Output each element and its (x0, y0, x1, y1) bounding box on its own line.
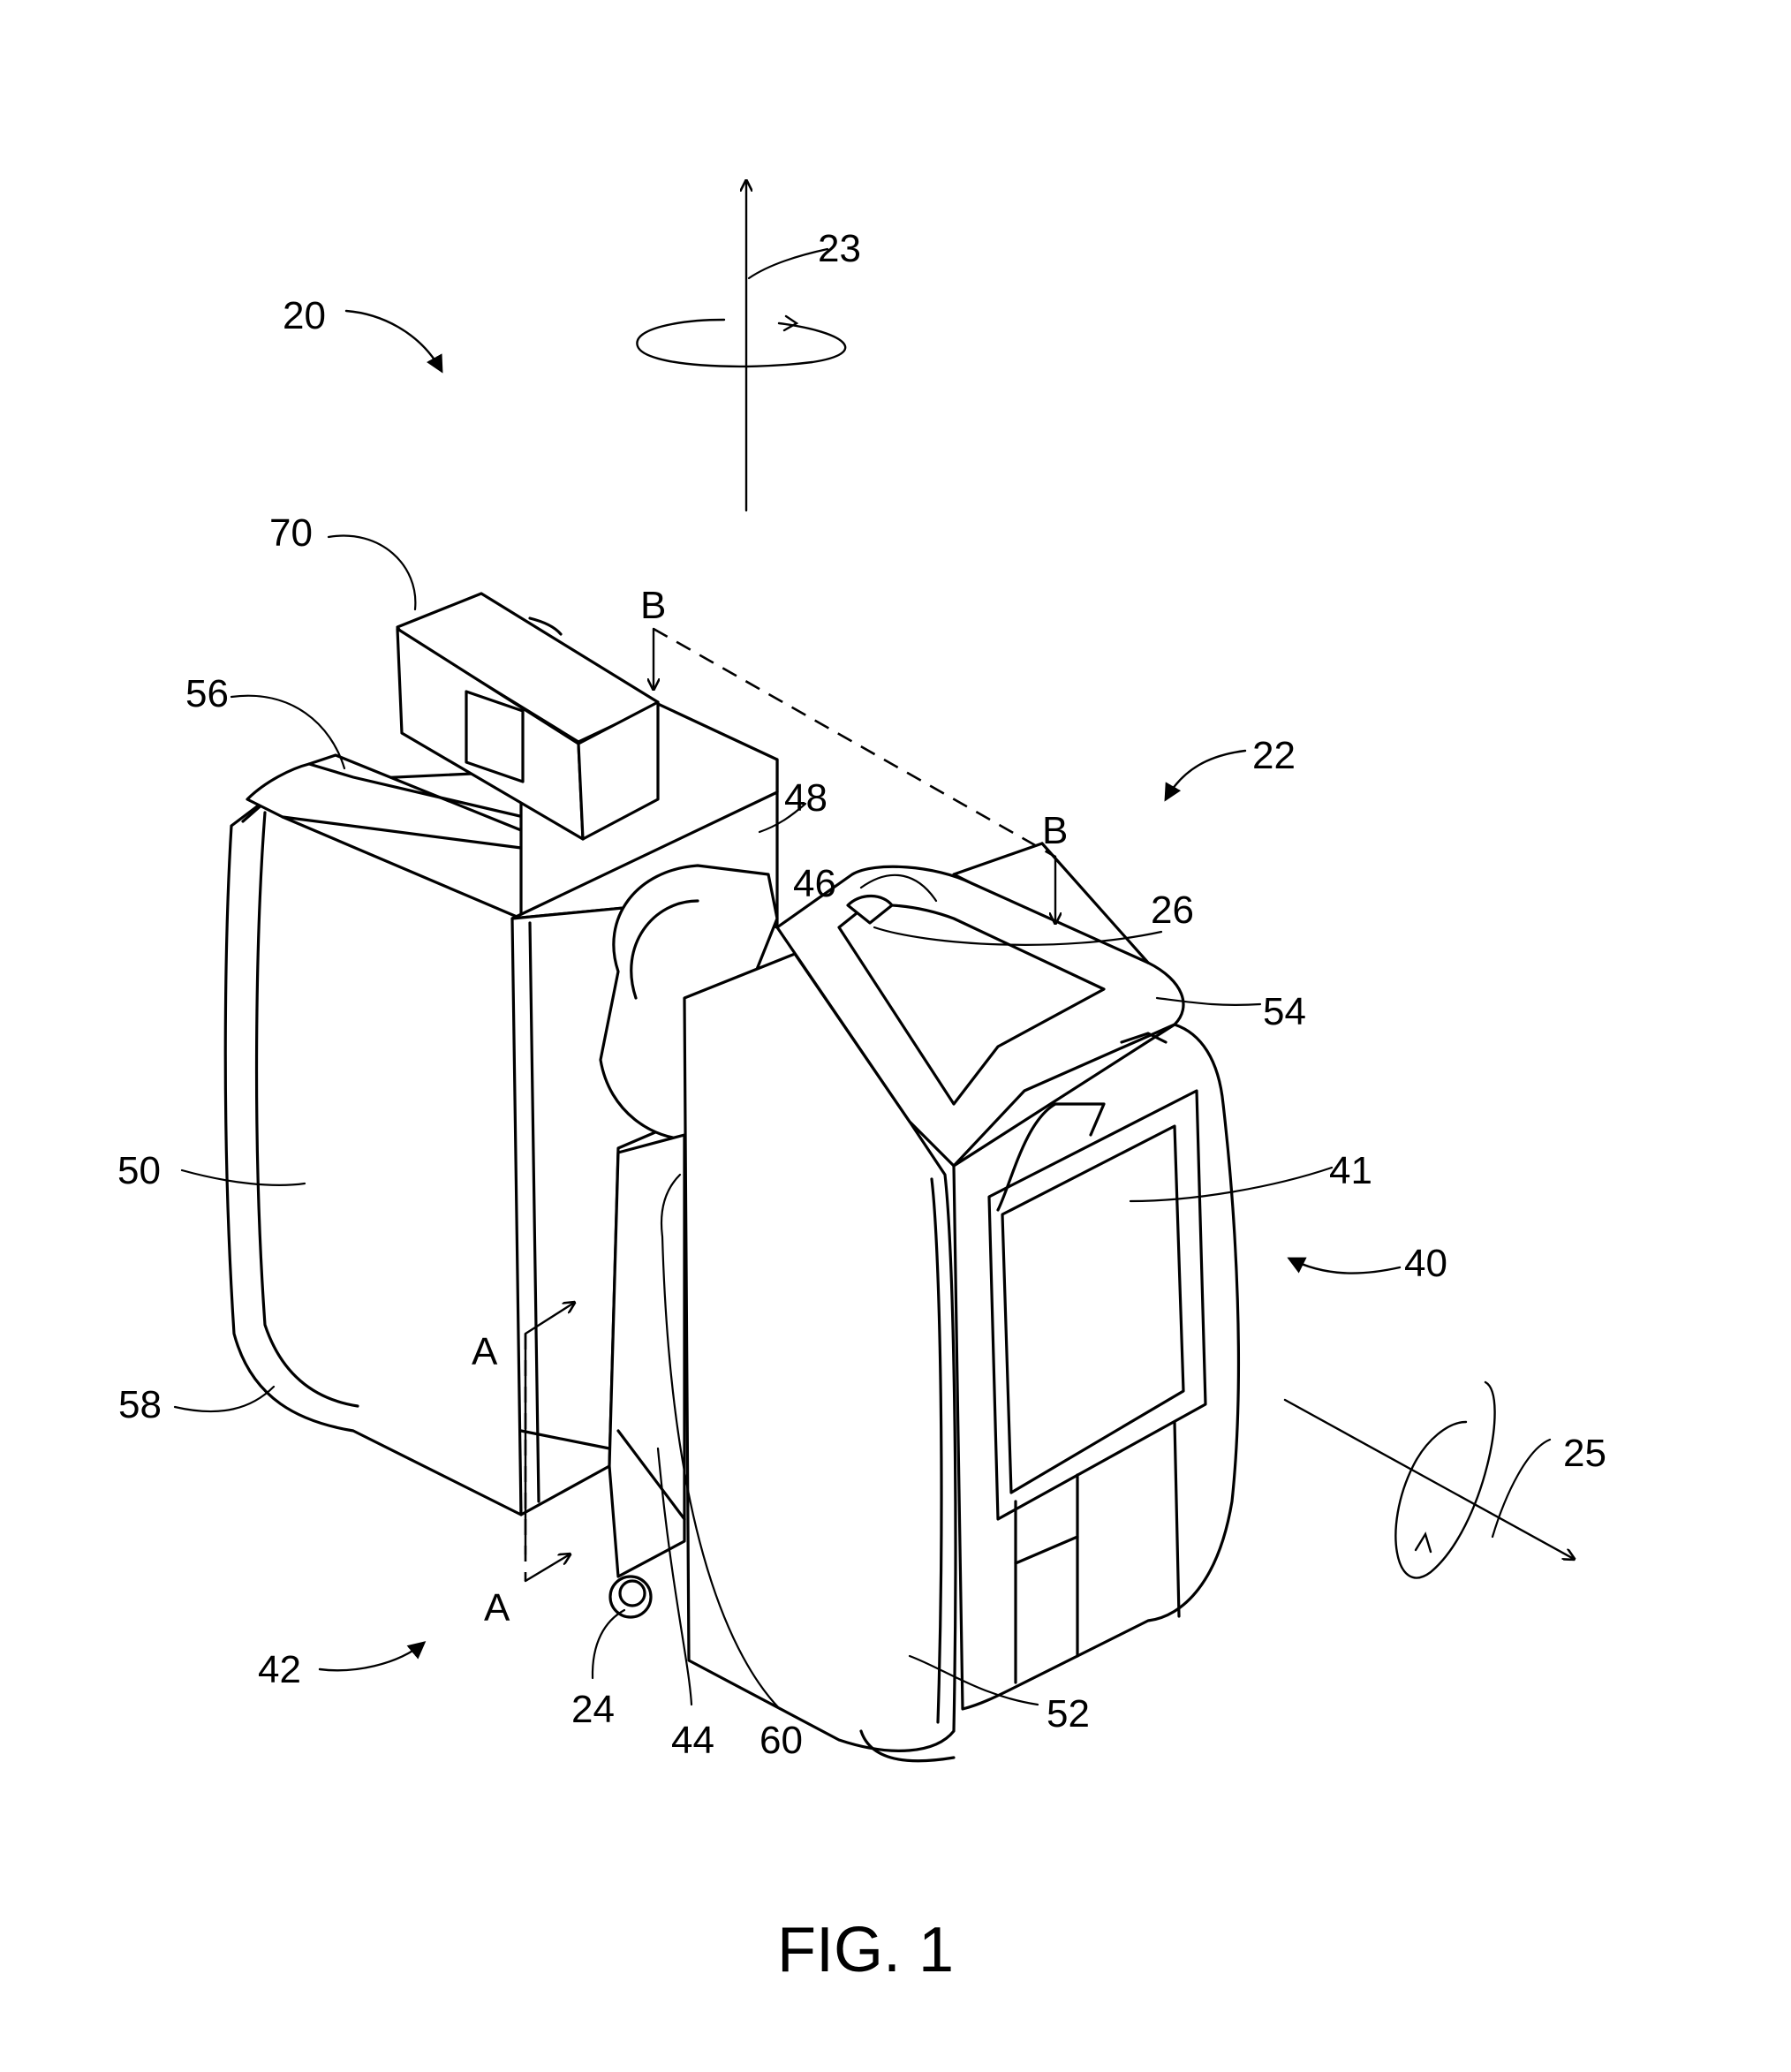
label-26: 26 (1151, 889, 1194, 932)
label-b-top: B (640, 584, 666, 627)
label-22: 22 (1252, 734, 1296, 777)
scanner-body (225, 698, 1238, 1761)
horizontal-axis-25 (1285, 1382, 1574, 1577)
lens-plate-44 (609, 1135, 684, 1577)
vertical-axis-23 (637, 181, 845, 510)
label-48: 48 (784, 776, 827, 820)
knob-24 (610, 1577, 651, 1617)
label-52: 52 (1047, 1692, 1090, 1735)
label-70: 70 (269, 511, 313, 555)
label-54: 54 (1263, 990, 1306, 1033)
label-58: 58 (118, 1383, 162, 1426)
label-50: 50 (117, 1149, 161, 1192)
label-23: 23 (818, 227, 861, 270)
label-60: 60 (759, 1719, 803, 1762)
label-24: 24 (571, 1688, 615, 1731)
label-44: 44 (671, 1719, 714, 1762)
label-25: 25 (1563, 1432, 1606, 1475)
label-41: 41 (1329, 1149, 1372, 1192)
figure-caption: FIG. 1 (777, 1915, 954, 1985)
label-46: 46 (793, 862, 836, 905)
label-40: 40 (1404, 1242, 1447, 1285)
label-a-bottom: A (484, 1586, 510, 1630)
label-42: 42 (258, 1648, 301, 1691)
label-20: 20 (283, 294, 326, 337)
label-b-right: B (1042, 809, 1068, 852)
label-a-top: A (472, 1330, 498, 1373)
label-56: 56 (185, 672, 229, 715)
